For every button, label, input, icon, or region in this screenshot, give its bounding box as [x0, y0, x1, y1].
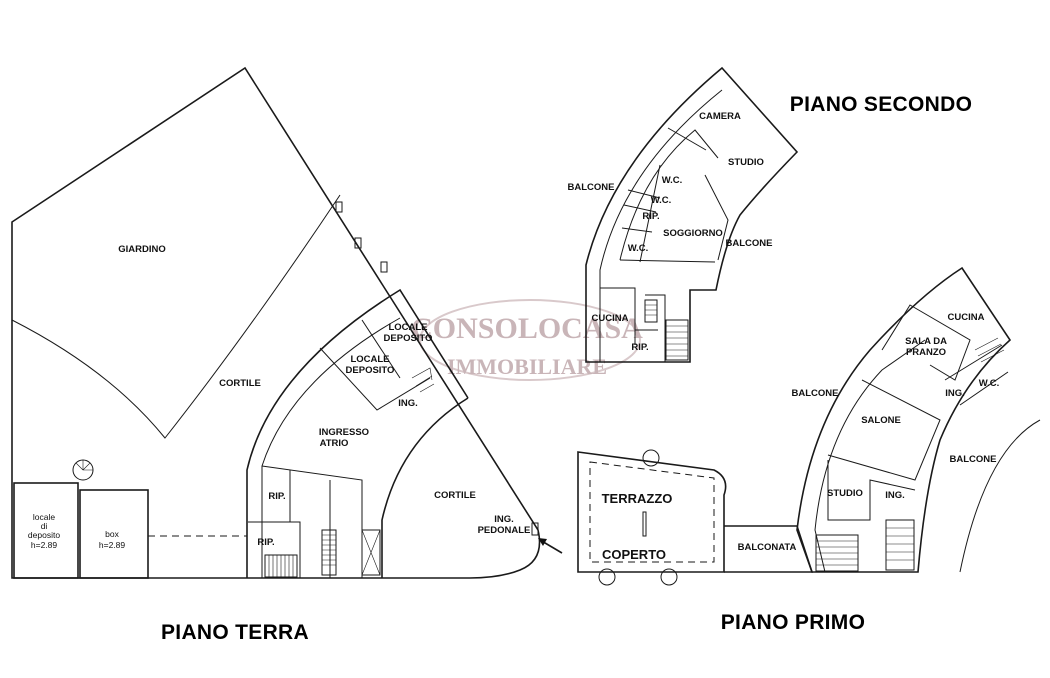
- label-ing-primo-upper: ING.: [945, 388, 965, 399]
- label-balcone-primo-right: BALCONE: [950, 454, 997, 465]
- label-balconata: BALCONATA: [738, 542, 797, 553]
- primo-inner-3: [881, 304, 971, 381]
- label-locale-deposito-upper-line2: DEPOSITO: [384, 333, 433, 344]
- primo-terrazzo-dashed: [589, 461, 715, 563]
- label-salone: SALONE: [861, 415, 901, 426]
- secondo-inner-1: [599, 89, 723, 362]
- label-studio-primo: STUDIO: [827, 488, 863, 499]
- terra-rooms-divider-5: [289, 470, 331, 578]
- secondo-inner-3: [619, 189, 716, 263]
- terra-rooms-divider-4: [248, 521, 301, 578]
- label-wc-primo: W.C.: [979, 378, 1000, 389]
- label-sala-da-pranzo-line1: SALA DA: [905, 336, 947, 347]
- label-box-height: h=2.89: [99, 540, 126, 550]
- label-locale-deposito-mid-line1: LOCALE: [350, 354, 389, 365]
- label-ing-pedonale-line1: ING.: [494, 514, 514, 525]
- terra-gate-markers: [335, 201, 539, 536]
- terra-stairs: [264, 367, 435, 578]
- label-coperto: COPERTO: [602, 547, 666, 562]
- primo-inner-1: [814, 339, 926, 573]
- label-ingresso-line2: ATRIO: [320, 438, 349, 449]
- label-studio-secondo: STUDIO: [728, 157, 764, 168]
- label-wc-secondo-1: W.C.: [662, 175, 683, 186]
- terra-garage-1: [13, 482, 79, 579]
- primo-outer-arc: [959, 419, 1041, 573]
- label-locale-deposito-mid-line2: DEPOSITO: [346, 365, 395, 376]
- piano-secondo-plan: CAMERA STUDIO BALCONE BALCONE W.C. W.C. …: [568, 66, 972, 363]
- label-balcone-primo-left: BALCONE: [792, 388, 839, 399]
- terra-rooms-divider-3: [361, 319, 401, 379]
- primo-terrazzo-outline: [577, 451, 727, 573]
- secondo-inner-5: [600, 287, 666, 362]
- primo-inner-5: [944, 344, 1009, 406]
- label-balcone-secondo-left: BALCONE: [568, 182, 615, 193]
- terra-building-inner: [381, 397, 469, 578]
- label-ing-terra: ING.: [398, 398, 418, 409]
- label-rip-secondo-upper: RIP.: [642, 211, 659, 222]
- terra-boundary: [11, 66, 541, 579]
- secondo-inner-2: [619, 127, 719, 261]
- primo-column-2-icon: [660, 568, 678, 586]
- title-piano-secondo: PIANO SECONDO: [790, 93, 972, 116]
- label-ingresso-line1: INGRESSO: [319, 427, 369, 438]
- label-locale-di-deposito-line3: deposito: [28, 530, 60, 540]
- watermark-line2: IMMOBILIARE: [447, 354, 607, 379]
- label-ing-pedonale-line2: PEDONALE: [478, 525, 531, 536]
- primo-terrazzo-column: [642, 511, 647, 537]
- label-cucina-primo: CUCINA: [948, 312, 985, 323]
- title-piano-terra: PIANO TERRA: [161, 621, 309, 644]
- label-box: box: [105, 529, 119, 539]
- label-locale-di-deposito-height: h=2.89: [31, 540, 58, 550]
- label-locale-di-deposito-line1: locale: [33, 512, 55, 522]
- primo-stairs: [815, 337, 1005, 572]
- label-terrazzo: TERRAZZO: [602, 491, 673, 506]
- label-locale-deposito-upper-line1: LOCALE: [388, 322, 427, 333]
- secondo-stairs: [644, 299, 689, 361]
- label-sala-da-pranzo-line2: PRANZO: [906, 347, 946, 358]
- label-cucina-secondo: CUCINA: [592, 313, 629, 324]
- primo-inner-4: [827, 460, 916, 521]
- watermark: CONSOLOCASA IMMOBILIARE: [411, 299, 643, 381]
- label-rip-secondo-lower: RIP.: [631, 342, 648, 353]
- label-rip-2: RIP.: [257, 537, 274, 548]
- label-wc-secondo-3: W.C.: [628, 243, 649, 254]
- label-soggiorno: SOGGIORNO: [663, 228, 723, 239]
- secondo-outer: [585, 66, 799, 363]
- primo-column-1-icon: [598, 568, 616, 586]
- spiral-stair-icon: [72, 459, 94, 481]
- secondo-inner-4: [639, 164, 729, 263]
- giardino-arc: [11, 194, 341, 439]
- label-balcone-secondo-right: BALCONE: [726, 238, 773, 249]
- label-cortile-main: CORTILE: [219, 378, 261, 389]
- label-camera: CAMERA: [699, 111, 741, 122]
- primo-spiral-stair-icon: [642, 449, 660, 467]
- label-ing-primo-lower: ING.: [885, 490, 905, 501]
- watermark-line1: CONSOLOCASA: [411, 312, 643, 345]
- primo-inner-2: [827, 379, 941, 481]
- title-piano-primo: PIANO PRIMO: [721, 611, 865, 634]
- label-locale-di-deposito-line2: di: [41, 521, 48, 531]
- terra-building-outer: [246, 288, 469, 578]
- piano-primo-plan: CUCINA SALA DA PRANZO BALCONE SALONE ING…: [577, 266, 1041, 634]
- ing-pedonale-arrowhead-icon: [538, 538, 547, 546]
- label-rip-1: RIP.: [268, 491, 285, 502]
- terra-garage-2: [79, 489, 149, 579]
- label-wc-secondo-2: W.C.: [651, 195, 672, 206]
- label-giardino: GIARDINO: [118, 244, 166, 255]
- label-cortile-right: CORTILE: [434, 490, 476, 501]
- primo-outer: [796, 266, 1012, 573]
- piano-terra-plan: GIARDINO CORTILE CORTILE LOCALE DEPOSITO…: [11, 66, 563, 644]
- terra-rooms-divider-2: [319, 347, 431, 411]
